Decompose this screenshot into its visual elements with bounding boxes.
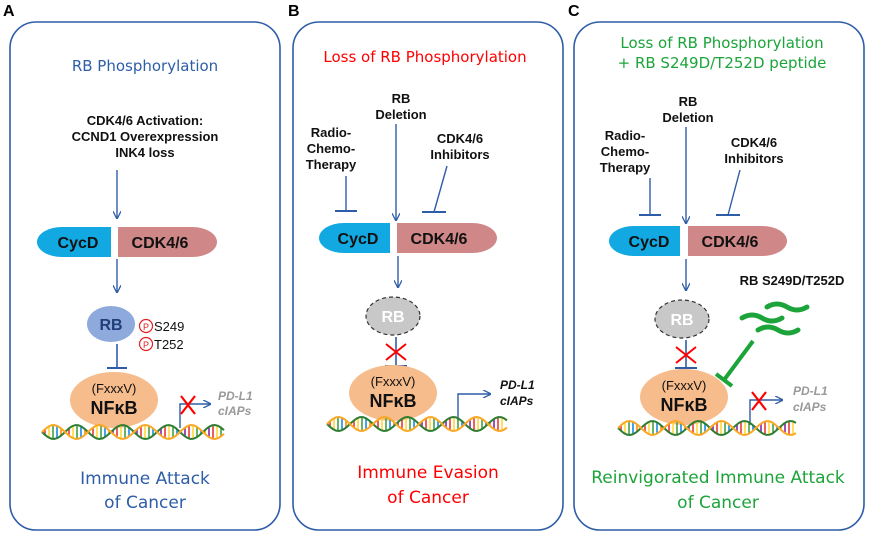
outcome-line-2: of Cancer: [677, 493, 759, 513]
cdk46-label: CDK4/6: [702, 234, 759, 251]
cycd-shape: [37, 227, 111, 257]
activation-label-line-2: CCND1 Overexpression: [72, 129, 219, 144]
radio-line-3: Therapy: [600, 160, 651, 175]
site-t252: T252: [154, 337, 184, 352]
outcome-line-2: of Cancer: [387, 488, 469, 508]
cycd-shape: [319, 223, 390, 253]
cdk46-label: CDK4/6: [411, 231, 468, 248]
outcome-line-2: of Cancer: [104, 493, 186, 513]
rb-label: RB: [670, 312, 693, 329]
panel-c-title-line-1: Loss of RB Phosphorylation: [620, 34, 823, 52]
outcome-line-1: Immune Evasion: [357, 463, 499, 483]
panel-a-title: RB Phosphorylation: [72, 57, 218, 75]
radio-line-2: Chemo-: [307, 141, 355, 156]
nfkb-label: NFκB: [660, 395, 707, 415]
nfkb-label: NFκB: [90, 398, 137, 418]
inhibition-lost-x: [385, 343, 407, 361]
peptide-inhibition-bar: [714, 372, 734, 388]
cdk46-shape: [118, 227, 217, 257]
cycd-shape: [609, 226, 680, 256]
phospho-circle-s249: [138, 318, 154, 334]
panel-letter-b: B: [288, 3, 300, 20]
phospho-p-s249: P: [143, 322, 149, 332]
fxxxv-label: (FxxxV): [92, 381, 137, 396]
outcome-line-1: Reinvigorated Immune Attack: [591, 468, 845, 488]
gene-ciaps: cIAPs: [500, 394, 534, 408]
panel-c: C Loss of RB Phosphorylation + RB S249D/…: [568, 3, 865, 531]
fxxxv-label: (FxxxV): [371, 374, 416, 389]
cdk46-shape: [397, 223, 497, 253]
nfkb-protein: [349, 365, 437, 421]
panel-letter-c: C: [568, 3, 580, 20]
inhibitor-line: [727, 169, 741, 216]
cdk46-label: CDK4/6: [132, 235, 189, 252]
panel-a: A RB Phosphorylation CDK4/6 Activation: …: [3, 3, 281, 531]
panel-b: B Loss of RB Phosphorylation RB Deletion…: [288, 3, 564, 531]
cycd-label: CycD: [629, 234, 670, 251]
rb-protein: [87, 306, 135, 342]
gene-pdl1: PD-L1: [218, 389, 253, 403]
dna-helix: [617, 419, 797, 437]
cycd-label: CycD: [58, 235, 99, 252]
gene-ciaps: cIAPs: [218, 404, 252, 418]
rb-label: RB: [99, 317, 122, 334]
rb-deletion-line-2: Deletion: [662, 110, 713, 125]
site-s249: S249: [154, 319, 184, 334]
panel-a-frame: [9, 21, 281, 531]
panel-b-title: Loss of RB Phosphorylation: [323, 48, 526, 66]
radio-line-1: Radio-: [605, 128, 645, 143]
peptide-inhibition-line: [722, 339, 755, 382]
radio-line-2: Chemo-: [601, 144, 649, 159]
panel-b-frame: [292, 21, 564, 531]
transcription-arrow: [749, 400, 782, 425]
gene-ciaps: cIAPs: [793, 400, 827, 414]
outcome-line-1: Immune Attack: [80, 469, 210, 489]
dna-helix: [326, 415, 508, 433]
inhibitors-line-1: CDK4/6: [731, 135, 777, 150]
peptide-label: RB S249D/T252D: [740, 273, 845, 288]
inhibitors-line-2: Inhibitors: [724, 151, 783, 166]
transcription-blocked-x: [751, 391, 767, 411]
rb-deletion-line-1: RB: [679, 94, 698, 109]
activation-label-line-3: INK4 loss: [115, 145, 174, 160]
nfkb-label: NFκB: [369, 391, 416, 411]
gene-pdl1: PD-L1: [793, 384, 828, 398]
cycd-label: CycD: [338, 231, 379, 248]
inhibitors-line-2: Inhibitors: [430, 147, 489, 162]
radio-line-3: Therapy: [306, 157, 357, 172]
inhibitors-line-1: CDK4/6: [437, 131, 483, 146]
nfkb-protein: [640, 369, 728, 425]
activation-label-line-1: CDK4/6 Activation:: [87, 113, 204, 128]
panel-letter-a: A: [3, 3, 15, 20]
rb-deletion-line-2: Deletion: [375, 107, 426, 122]
rb-protein-lost: [654, 299, 710, 339]
rb-deletion-line-1: RB: [392, 91, 411, 106]
dna-helix: [41, 423, 225, 441]
radio-line-1: Radio-: [311, 125, 351, 140]
phospho-p-t252: P: [143, 340, 149, 350]
cdk46-shape: [688, 226, 787, 256]
inhibition-lost-x: [675, 346, 697, 364]
fxxxv-label: (FxxxV): [662, 378, 707, 393]
inhibitor-line: [433, 165, 448, 213]
rb-protein-lost: [365, 296, 421, 336]
gene-pdl1: PD-L1: [500, 378, 535, 392]
panel-c-frame: [573, 21, 865, 531]
transcription-blocked-x: [180, 395, 196, 415]
rb-label: RB: [381, 309, 404, 326]
nfkb-protein: [70, 372, 158, 428]
transcription-arrow: [457, 394, 490, 421]
peptide-strands: [739, 301, 810, 336]
transcription-arrow: [179, 404, 210, 428]
phospho-circle-t252: [138, 336, 154, 352]
panel-c-title-line-2: + RB S249D/T252D peptide: [618, 54, 827, 72]
